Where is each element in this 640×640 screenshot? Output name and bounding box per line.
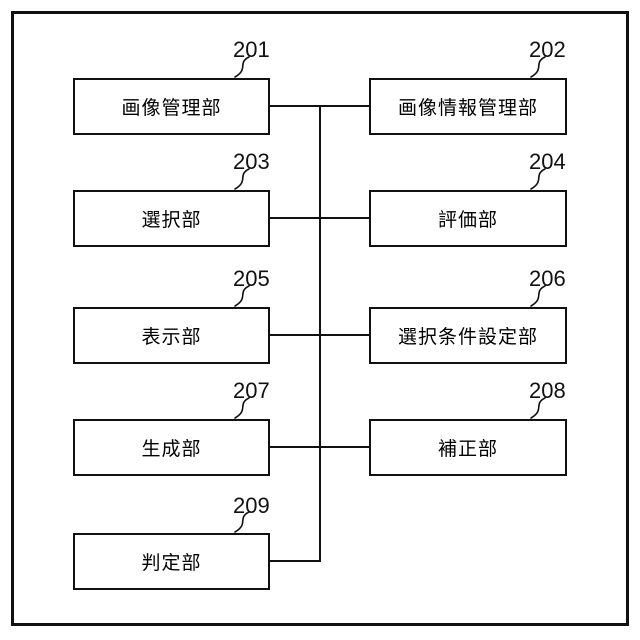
box-label: 選択条件設定部 xyxy=(397,327,538,348)
box-label: 画像情報管理部 xyxy=(397,98,538,119)
leader-line-206 xyxy=(530,285,546,307)
box-image-information-management-unit: 画像情報管理部 xyxy=(369,78,567,135)
box-label: 評価部 xyxy=(437,210,498,231)
box-correction-unit: 補正部 xyxy=(369,419,567,476)
box-label: 画像管理部 xyxy=(121,98,222,119)
box-display-unit: 表示部 xyxy=(73,307,270,364)
leader-line-202 xyxy=(530,56,546,78)
leader-line-204 xyxy=(530,168,546,190)
box-label: 判定部 xyxy=(141,553,202,574)
ref-number-205: 205 xyxy=(233,266,270,291)
ref-number-203: 203 xyxy=(233,149,270,174)
leader-line-208 xyxy=(530,397,546,419)
box-generation-unit: 生成部 xyxy=(73,419,270,476)
ref-number-201: 201 xyxy=(233,37,270,62)
box-evaluation-unit: 評価部 xyxy=(369,190,567,247)
figure-border xyxy=(11,11,629,626)
leader-line-207 xyxy=(234,397,250,419)
ref-number-202: 202 xyxy=(529,37,566,62)
box-label: 補正部 xyxy=(437,439,498,460)
box-label: 生成部 xyxy=(141,439,202,460)
box-image-management-unit: 画像管理部 xyxy=(73,78,270,135)
leader-line-201 xyxy=(234,56,250,78)
leader-line-203 xyxy=(234,168,250,190)
leader-line-205 xyxy=(234,285,250,307)
box-selection-unit: 選択部 xyxy=(73,190,270,247)
ref-number-208: 208 xyxy=(529,378,566,403)
box-label: 選択部 xyxy=(141,210,202,231)
ref-number-207: 207 xyxy=(233,378,270,403)
ref-number-204: 204 xyxy=(529,149,566,174)
box-selection-condition-setting-unit: 選択条件設定部 xyxy=(369,307,567,364)
ref-number-206: 206 xyxy=(529,266,566,291)
box-label: 表示部 xyxy=(141,327,202,348)
leader-line-209 xyxy=(234,511,250,533)
ref-number-209: 209 xyxy=(233,493,270,518)
box-determination-unit: 判定部 xyxy=(73,533,270,590)
